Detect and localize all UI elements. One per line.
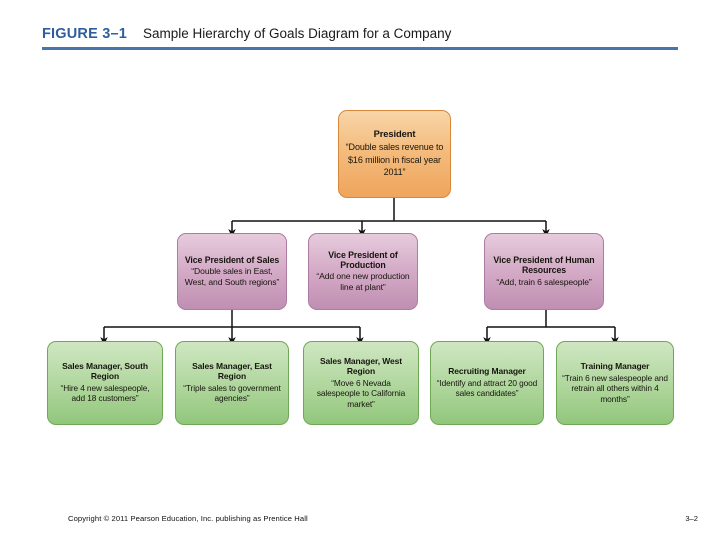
node-training-manager[interactable]: Training Manager “Train 6 new salespeopl…	[556, 341, 674, 425]
node-sales-manager-west[interactable]: Sales Manager, West Region “Move 6 Nevad…	[303, 341, 419, 425]
node-sales-manager-south[interactable]: Sales Manager, South Region “Hire 4 new …	[47, 341, 163, 425]
node-title: Sales Manager, South Region	[62, 361, 148, 381]
node-sales-manager-east[interactable]: Sales Manager, East Region “Triple sales…	[175, 341, 289, 425]
node-title: Vice President of Production	[328, 249, 398, 270]
node-goal: “Train 6 new salespeople and retrain all…	[562, 372, 668, 404]
page-number: 3–2	[685, 514, 698, 523]
node-president[interactable]: President “Double sales revenue to $16 m…	[338, 110, 451, 198]
node-title: Sales Manager, East Region	[192, 361, 272, 381]
page-title: Sample Hierarchy of Goals Diagram for a …	[143, 26, 452, 41]
node-goal: “Add one new production line at plant”	[316, 271, 410, 293]
node-title: Vice President of Human Resources	[493, 255, 595, 276]
node-goal: “Double sales revenue to $16 million in …	[345, 142, 444, 178]
node-vp-sales[interactable]: Vice President of Sales “Double sales in…	[177, 233, 287, 310]
node-vp-production[interactable]: Vice President of Production “Add one ne…	[308, 233, 418, 310]
node-title: Vice President of Sales	[184, 254, 280, 265]
header-divider	[42, 47, 678, 50]
page-footer: Copyright © 2011 Pearson Education, Inc.…	[0, 514, 720, 528]
node-vp-human-resources[interactable]: Vice President of Human Resources “Add, …	[484, 233, 604, 310]
node-goal: “Move 6 Nevada salespeople to California…	[316, 377, 406, 409]
node-goal: “Triple sales to government agencies”	[183, 382, 281, 404]
copyright-notice: Copyright © 2011 Pearson Education, Inc.…	[68, 514, 308, 523]
node-recruiting-manager[interactable]: Recruiting Manager “Identify and attract…	[430, 341, 544, 425]
node-title: Sales Manager, West Region	[319, 355, 403, 376]
node-goal: “Identify and attract 20 good sales cand…	[436, 377, 538, 399]
node-title: Recruiting Manager	[448, 366, 526, 377]
node-title: President	[373, 128, 416, 140]
figure-header: FIGURE 3–1 Sample Hierarchy of Goals Dia…	[42, 26, 678, 50]
node-goal: “Add, train 6 salespeople”	[496, 276, 592, 287]
figure-label: FIGURE 3–1	[42, 26, 127, 42]
node-goal: “Double sales in East, West, and South r…	[184, 265, 280, 288]
node-title: Training Manager	[580, 360, 650, 371]
figure-header-line: FIGURE 3–1 Sample Hierarchy of Goals Dia…	[42, 26, 678, 42]
node-goal: “Hire 4 new salespeople, add 18 customer…	[60, 382, 150, 404]
